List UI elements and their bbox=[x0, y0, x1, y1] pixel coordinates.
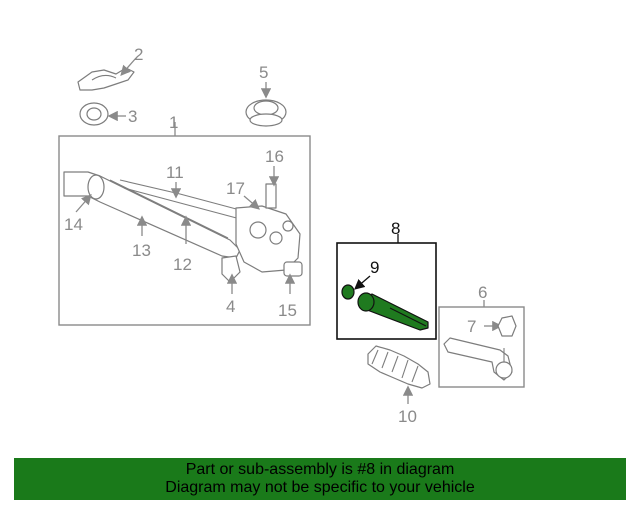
callout-5: 5 bbox=[259, 63, 268, 82]
box-6-tie-rod-end: 6 7 bbox=[438, 283, 525, 388]
part-2-bracket: 2 bbox=[77, 45, 143, 91]
callout-14: 14 bbox=[64, 215, 83, 234]
callout-13: 13 bbox=[132, 241, 151, 260]
callout-2: 2 bbox=[134, 45, 143, 64]
part-5-seal: 5 bbox=[245, 63, 287, 127]
callout-17: 17 bbox=[226, 179, 245, 198]
callout-15: 15 bbox=[278, 301, 297, 320]
callout-7: 7 bbox=[467, 317, 476, 336]
callout-12: 12 bbox=[173, 255, 192, 274]
callout-9: 9 bbox=[370, 258, 379, 277]
box-8-tie-rod: 8 9 bbox=[336, 219, 437, 340]
box-1-steering-gear: 1 16 17 11 12 13 14 4 15 bbox=[58, 113, 311, 326]
callout-4: 4 bbox=[226, 297, 235, 316]
callout-3: 3 bbox=[128, 107, 137, 126]
part-10-boot: 10 bbox=[367, 345, 431, 426]
info-banner: Part or sub-assembly is #8 in diagram Di… bbox=[14, 458, 626, 500]
callout-16: 16 bbox=[265, 147, 284, 166]
banner-line-2: Diagram may not be specific to your vehi… bbox=[165, 479, 475, 496]
part-3-bushing: 3 bbox=[79, 102, 137, 126]
callout-11: 11 bbox=[166, 163, 184, 182]
banner-line-1: Part or sub-assembly is #8 in diagram bbox=[185, 461, 455, 478]
callout-1: 1 bbox=[169, 113, 178, 132]
parts-diagram: 2 3 5 1 16 bbox=[58, 45, 525, 426]
callout-6: 6 bbox=[478, 283, 487, 302]
callout-8: 8 bbox=[391, 219, 400, 238]
callout-10: 10 bbox=[398, 407, 417, 426]
